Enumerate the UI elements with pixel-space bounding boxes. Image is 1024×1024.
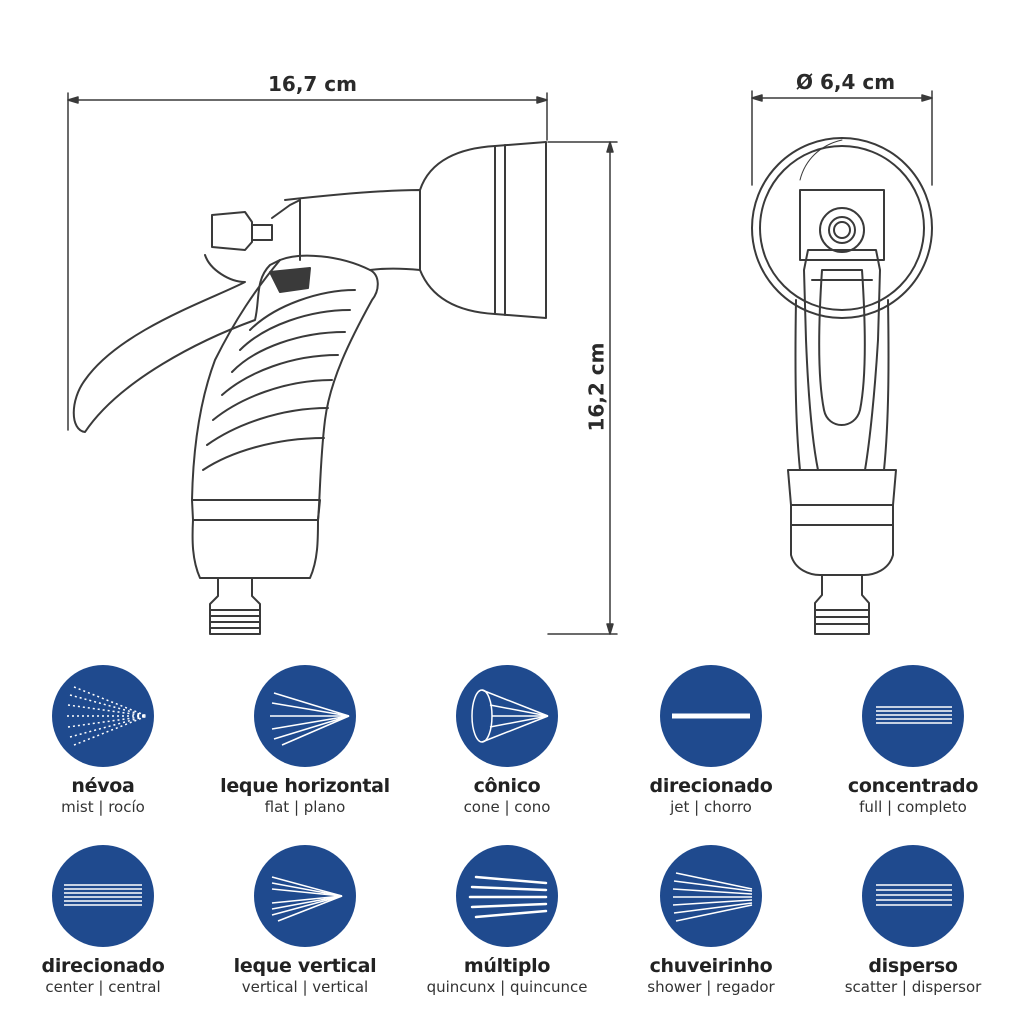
diameter-label: Ø 6,4 cm <box>796 70 896 94</box>
vertical-fan-icon <box>254 845 356 947</box>
mode-name: direcionado <box>649 775 773 797</box>
mode-direcionado-jet: direcionado jet | chorro <box>611 665 811 816</box>
mode-subtitle: quincunx | quincunce <box>426 978 588 996</box>
height-label: 16,2 cm <box>584 342 609 432</box>
shower-spray-icon <box>660 845 762 947</box>
mode-name: concentrado <box>847 775 979 797</box>
mode-name: múltiplo <box>463 955 551 977</box>
mode-conico: cônico cone | cono <box>407 665 607 816</box>
nozzle-side-view <box>72 141 547 635</box>
mode-name: leque vertical <box>233 955 377 977</box>
mode-multiplo: múltiplo quincunx | quincunce <box>407 845 607 996</box>
mode-name: névoa <box>71 775 135 797</box>
mist-spray-icon <box>52 665 154 767</box>
mode-name: leque horizontal <box>220 775 390 797</box>
mode-subtitle: scatter | dispersor <box>844 978 982 996</box>
flat-fan-icon <box>254 665 356 767</box>
height-dimension-line <box>547 141 618 635</box>
nozzle-front-view <box>751 137 933 635</box>
diameter-dimension-line <box>751 90 933 186</box>
mode-subtitle: center | central <box>45 978 161 996</box>
mode-direcionado-center: direcionado center | central <box>3 845 203 996</box>
mode-name: direcionado <box>41 955 165 977</box>
mode-subtitle: shower | regador <box>647 978 775 996</box>
length-label: 16,7 cm <box>268 72 358 96</box>
mode-concentrado: concentrado full | completo <box>813 665 1013 816</box>
hose-nozzle-technical-drawing <box>67 90 933 635</box>
length-dimension-line <box>67 92 548 431</box>
mode-subtitle: mist | rocío <box>61 798 145 816</box>
mode-subtitle: vertical | vertical <box>241 978 369 996</box>
mode-subtitle: cone | cono <box>463 798 551 816</box>
mode-chuveirinho: chuveirinho shower | regador <box>611 845 811 996</box>
mode-leque-vertical: leque vertical vertical | vertical <box>205 845 405 996</box>
jet-stream-icon <box>660 665 762 767</box>
cone-spray-icon <box>456 665 558 767</box>
mode-name: disperso <box>868 955 958 977</box>
mode-subtitle: flat | plano <box>264 798 346 816</box>
mode-name: cônico <box>473 775 541 797</box>
mode-leque-horizontal: leque horizontal flat | plano <box>205 665 405 816</box>
mode-subtitle: jet | chorro <box>670 798 752 816</box>
mode-subtitle: full | completo <box>859 798 967 816</box>
mode-nevoa: névoa mist | rocío <box>3 665 203 816</box>
scatter-spray-icon <box>862 845 964 947</box>
quincunx-spray-icon <box>456 845 558 947</box>
mode-disperso: disperso scatter | dispersor <box>813 845 1013 996</box>
full-stream-icon <box>862 665 964 767</box>
mode-name: chuveirinho <box>649 955 773 977</box>
center-stream-icon <box>52 845 154 947</box>
